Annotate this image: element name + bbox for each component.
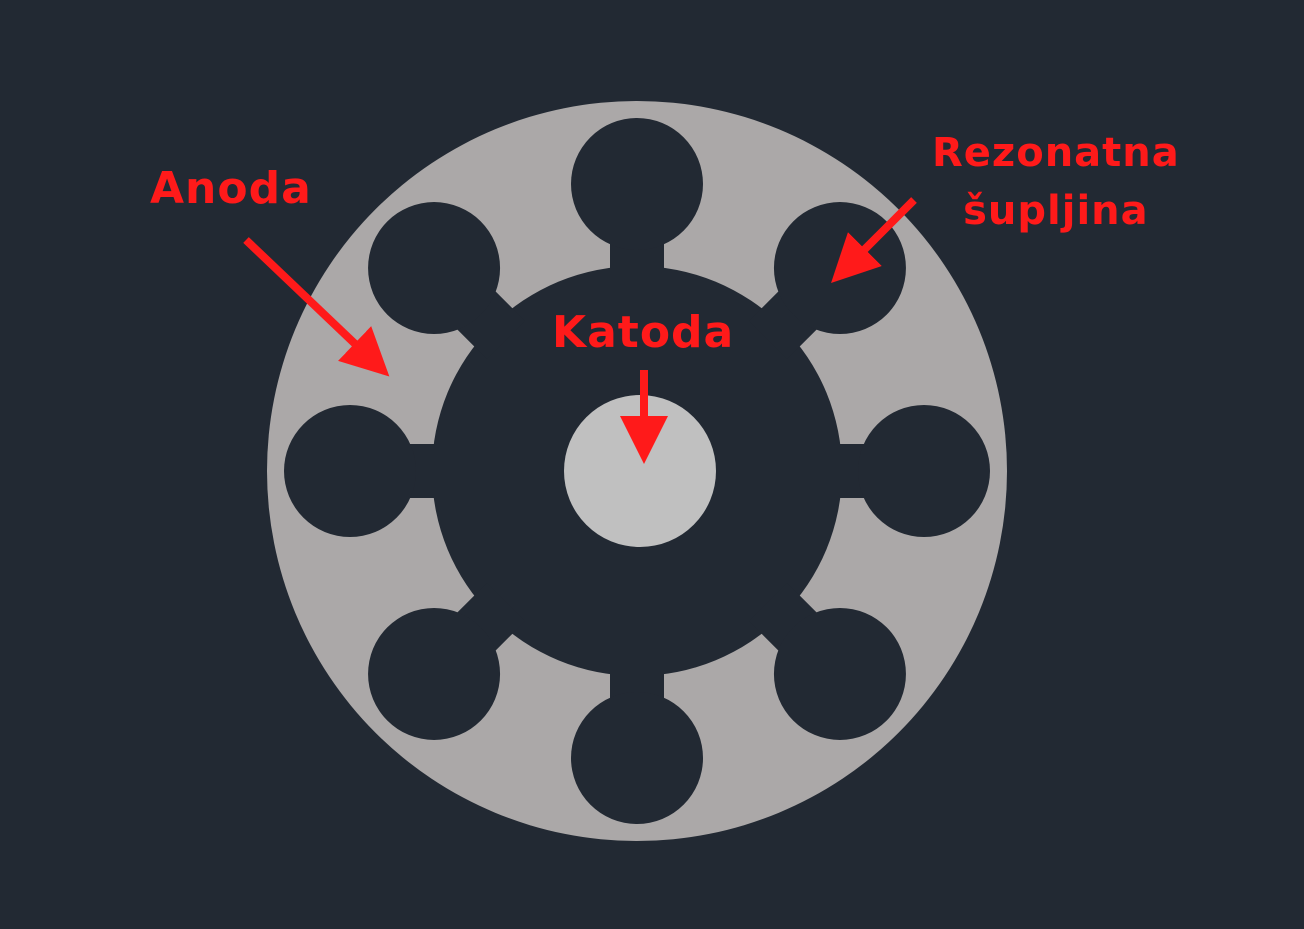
cavity-hole (858, 405, 990, 537)
cathode-disk (564, 395, 716, 547)
resonant-cavity (368, 202, 526, 360)
resonant-cavity (284, 405, 452, 537)
cavity-hole (773, 607, 906, 740)
resonant-cavity (822, 405, 990, 537)
resonant-cavity-label-line2: šupljina (963, 188, 1149, 234)
cavity-hole (571, 692, 703, 824)
cavity-hole (368, 202, 501, 335)
cathode-label: Katoda (552, 307, 735, 358)
cavity-hole (368, 607, 501, 740)
resonant-cavity (571, 118, 703, 286)
annotation-arrows (243, 197, 917, 464)
anode-label: Anoda (150, 163, 312, 214)
cavity-hole (571, 118, 703, 250)
resonant-cavity (368, 582, 526, 740)
anode-arrow (243, 237, 390, 377)
cathode (564, 395, 716, 547)
resonant-cavity-label: Rezonatna šupljina (932, 124, 1180, 240)
cavity-arrow (831, 197, 917, 283)
resonant-cavity (748, 582, 906, 740)
resonant-cavity-label-line1: Rezonatna (932, 130, 1180, 176)
cavity-hole (284, 405, 416, 537)
resonant-cavity (571, 656, 703, 824)
